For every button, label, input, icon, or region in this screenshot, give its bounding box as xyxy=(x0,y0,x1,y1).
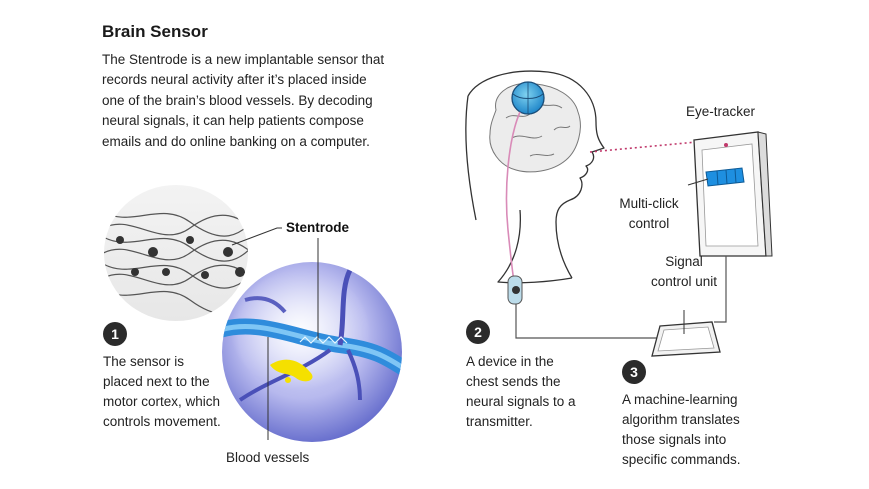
stentrode-label: Stentrode xyxy=(286,220,350,235)
step-1-text: The sensor is placed next to the motor c… xyxy=(103,354,221,429)
multi-click-leader-line xyxy=(687,178,709,186)
multi-click-control-label: Multi-click control xyxy=(619,196,679,231)
step-3-badge: 3 xyxy=(622,360,646,384)
step-2-badge: 2 xyxy=(466,320,490,344)
step-3-text: A machine-learning algorithm translates … xyxy=(622,392,741,467)
blood-vessel-illustration xyxy=(222,262,402,442)
signal-cable xyxy=(515,304,660,339)
signal-control-unit-label: Signal control unit xyxy=(650,254,718,289)
eye-tracker-label: Eye-tracker xyxy=(686,104,756,119)
head-profile-illustration xyxy=(465,70,605,284)
monitor-illustration xyxy=(693,131,773,257)
monitor-cable xyxy=(714,256,727,323)
intro-text: The Stentrode is a new implantable senso… xyxy=(102,52,385,149)
blood-vessels-label: Blood vessels xyxy=(226,450,310,465)
neural-lead-wire xyxy=(505,111,521,283)
step-1-badge: 1 xyxy=(103,322,127,346)
signal-control-unit-illustration xyxy=(651,321,721,357)
multi-click-control-keypad xyxy=(705,167,745,187)
chest-device xyxy=(507,275,523,305)
eye-tracking-beam xyxy=(589,139,719,153)
stent-mesh-illustration xyxy=(104,185,248,321)
step-2-text: A device in the chest sends the neural s… xyxy=(466,354,576,429)
page-title: Brain Sensor xyxy=(102,22,208,41)
stentrode-leader-line xyxy=(231,227,319,340)
